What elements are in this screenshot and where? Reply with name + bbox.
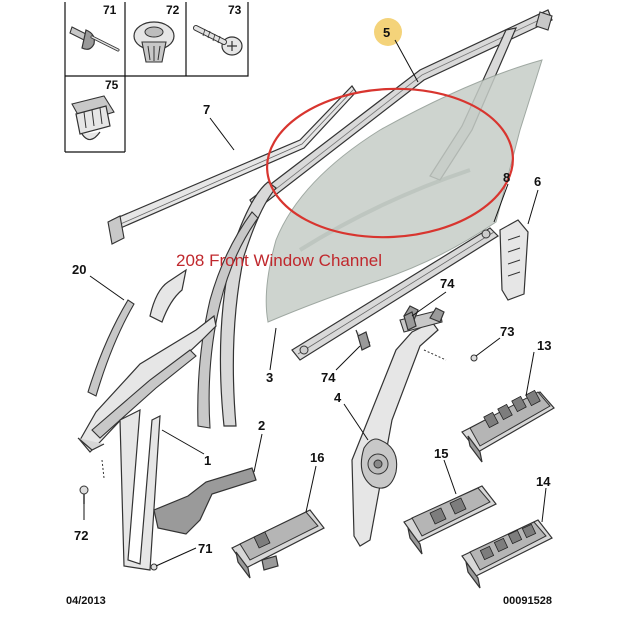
glass-guide-bracket <box>499 219 529 301</box>
leader-lines <box>83 39 547 567</box>
insulation-pad <box>153 467 257 535</box>
callout-4: 4 <box>334 390 342 405</box>
callout-72-main: 72 <box>74 528 88 543</box>
callout-20: 20 <box>72 262 86 277</box>
callout-5: 5 <box>383 25 390 40</box>
door-glass <box>265 59 543 323</box>
footer-date: 04/2013 <box>66 595 106 607</box>
callout-74-lower: 74 <box>321 370 336 385</box>
mirror-trim-piece <box>149 268 187 323</box>
retaining-clip-icon <box>133 21 175 63</box>
callout-72-inset: 72 <box>166 3 180 17</box>
callout-71-main: 71 <box>198 541 212 556</box>
fastener-inset: 71 72 73 75 <box>64 2 249 153</box>
callout-badge-5 <box>374 18 402 46</box>
callout-16: 16 <box>310 450 324 465</box>
callout-74-upper: 74 <box>440 276 455 291</box>
diagram-caption: 208 Front Window Channel <box>176 251 382 270</box>
callout-7: 7 <box>203 102 210 117</box>
channel-clip-icon <box>71 95 115 141</box>
callout-75-inset: 75 <box>105 78 119 92</box>
callout-2: 2 <box>258 418 265 433</box>
callout-73-inset: 73 <box>228 3 242 17</box>
screw-icon <box>193 25 243 56</box>
rail-clips <box>357 311 417 351</box>
callout-1: 1 <box>204 453 211 468</box>
window-switch-14 <box>461 519 553 589</box>
front-frame-bracket <box>77 314 217 571</box>
callout-6: 6 <box>534 174 541 189</box>
callout-14: 14 <box>536 474 551 489</box>
front-run-channel <box>197 181 277 429</box>
callout-73-main: 73 <box>500 324 514 339</box>
window-switch-13 <box>461 389 555 463</box>
bottom-fasteners <box>79 485 158 571</box>
callout-8: 8 <box>503 170 510 185</box>
callout-3: 3 <box>266 370 273 385</box>
highlight-ellipse <box>266 87 514 239</box>
callout-15: 15 <box>434 446 448 461</box>
glass-lower-rail <box>291 227 499 361</box>
callout-13: 13 <box>537 338 551 353</box>
push-rivet-icon <box>69 26 120 52</box>
sealing-strip <box>87 299 135 397</box>
window-switch-15 <box>403 485 497 555</box>
footer-reference: 00091528 <box>503 595 552 607</box>
window-switch-16 <box>231 509 325 579</box>
callout-71-inset: 71 <box>103 3 117 17</box>
